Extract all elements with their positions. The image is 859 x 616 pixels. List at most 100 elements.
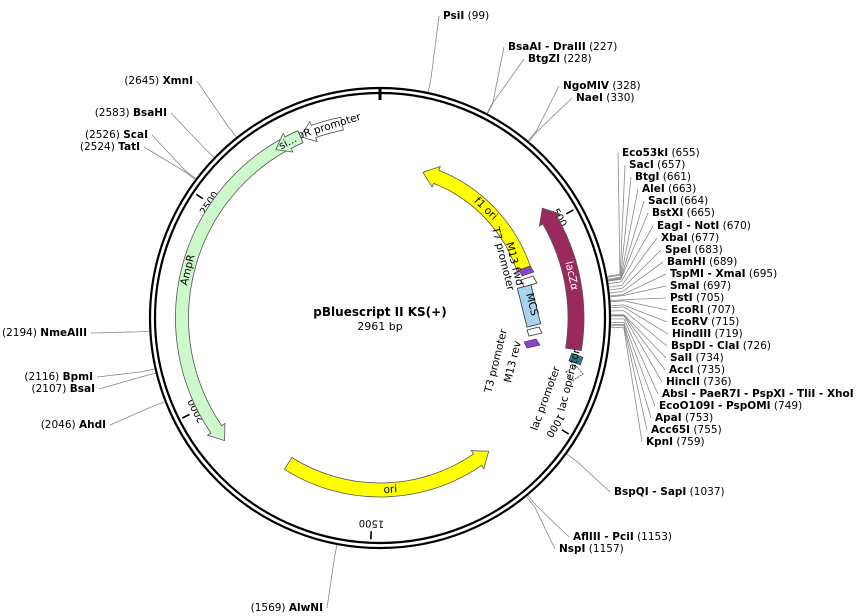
m13-fwd-arrow — [518, 265, 535, 277]
site-leader — [610, 310, 668, 347]
site-label: NspI (1157) — [559, 543, 624, 555]
site-label: BspDI - ClaI (726) — [671, 340, 771, 352]
lac-operator-label: lac operator — [556, 347, 583, 412]
site-label: (2194) NmeAIII — [2, 327, 87, 339]
site-label: SalI (734) — [670, 352, 724, 364]
site-leader — [607, 164, 626, 278]
site-leader — [151, 134, 197, 179]
ampr-promoter-arc — [299, 116, 344, 143]
plasmid-size: 2961 bp — [357, 320, 402, 333]
f1-ori-arc — [422, 165, 532, 274]
site-leader — [486, 46, 505, 114]
site-label: BtgI (661) — [635, 171, 691, 183]
site-label: XbaI (677) — [661, 232, 719, 244]
site-label: SacI (657) — [629, 159, 685, 171]
site-leader — [607, 188, 639, 281]
site-label: AccI (735) — [669, 364, 725, 376]
site-leader — [610, 323, 652, 419]
site-label: NgoMIV (328) — [563, 80, 641, 92]
ori-arc — [283, 450, 490, 498]
site-leader — [143, 146, 196, 180]
site-label: ApaI (753) — [655, 412, 713, 424]
site-label: BsaAI - DraIII (227) — [508, 41, 617, 53]
site-leader — [607, 200, 645, 282]
tick-mark — [561, 429, 570, 435]
mcs-label: MCS — [523, 292, 540, 318]
tick-mark — [195, 193, 204, 200]
site-label: HincII (736) — [666, 376, 731, 388]
site-leader — [326, 544, 338, 609]
site-label: PsiI (99) — [443, 10, 489, 22]
site-leader — [96, 368, 155, 378]
site-leader — [609, 249, 662, 291]
lacZa-arc — [538, 207, 585, 352]
site-label: BstXI (665) — [652, 207, 715, 219]
lac-promoter-arrow — [565, 365, 584, 382]
ori-label: ori — [383, 483, 397, 496]
site-label: AbsI - PaeR7I - PspXI - TliI - XhoI — [662, 388, 854, 400]
site-label: NaeI (330) — [576, 92, 634, 104]
site-leader — [170, 112, 215, 158]
site-leader — [610, 314, 667, 359]
site-leader — [566, 453, 611, 493]
site-label: (2526) ScaI — [85, 129, 148, 141]
site-label: SacII (664) — [648, 195, 708, 207]
site-label: AleI (663) — [642, 183, 696, 195]
site-leader — [608, 237, 658, 288]
site-label: BtgZI (228) — [528, 53, 592, 65]
site-leader — [610, 314, 666, 371]
site-label: (2116) BpmI — [24, 371, 93, 383]
plasmid-name: pBluescript II KS(+) — [313, 305, 446, 319]
site-leader — [608, 225, 654, 285]
site-label: AflIII - PciI (1153) — [573, 531, 672, 543]
site-label: (2583) BsaHI — [95, 107, 167, 119]
site-label: PstI (705) — [670, 292, 724, 304]
site-label: Acc65I (755) — [651, 424, 722, 436]
site-leader — [609, 285, 667, 298]
site-label: EcoRI (707) — [671, 304, 735, 316]
site-leader — [610, 297, 667, 302]
site-leader — [610, 304, 668, 323]
site-leader — [427, 15, 440, 93]
site-label: (2645) XmnI — [124, 75, 193, 87]
site-label: TspMI - XmaI (695) — [670, 268, 777, 280]
site-leader — [90, 330, 150, 334]
site-label: (2524) TatI — [80, 141, 140, 153]
t3-promoter-arrow — [526, 326, 543, 337]
site-label: Eco53kI (655) — [622, 147, 700, 159]
tick-label: 1500 — [359, 517, 385, 529]
site-leader — [610, 300, 668, 311]
site-leader — [526, 496, 556, 550]
site-label: SpeI (683) — [665, 244, 723, 256]
site-leader — [528, 97, 573, 142]
tick-label: 1000 — [543, 412, 566, 439]
site-label: EcoRV (715) — [671, 316, 739, 328]
m13-rev-arrow — [523, 338, 541, 349]
t7-promoter-arrow — [520, 275, 538, 288]
site-label: SmaI (697) — [670, 280, 731, 292]
site-leader — [196, 80, 237, 138]
site-leader — [607, 212, 649, 282]
site-label: (2046) AhdI — [41, 419, 106, 431]
site-layer: PsiI (99) BsaAI - DraIII (227)BtgZI (228)… — [2, 10, 854, 614]
site-leader — [610, 318, 659, 395]
site-leader — [527, 495, 570, 538]
site-label: HindIII (719) — [672, 328, 743, 340]
lac-operator-box — [568, 352, 584, 366]
site-leader — [610, 315, 663, 383]
site-leader — [98, 372, 156, 390]
ampr-signal-arc — [275, 130, 304, 153]
site-leader — [109, 401, 165, 426]
mcs-box — [516, 284, 542, 328]
site-label: BspQI - SapI (1037) — [614, 486, 725, 498]
site-leader — [527, 85, 560, 141]
tick-mark — [181, 413, 190, 419]
site-leader — [610, 326, 643, 443]
site-label: KpnI (759) — [646, 436, 705, 448]
t3-promoter-label: T3 promoter — [482, 327, 510, 395]
site-label: BamHI (689) — [667, 256, 737, 268]
site-label: (1569) AlwNI — [251, 602, 323, 614]
site-leader — [610, 306, 669, 335]
